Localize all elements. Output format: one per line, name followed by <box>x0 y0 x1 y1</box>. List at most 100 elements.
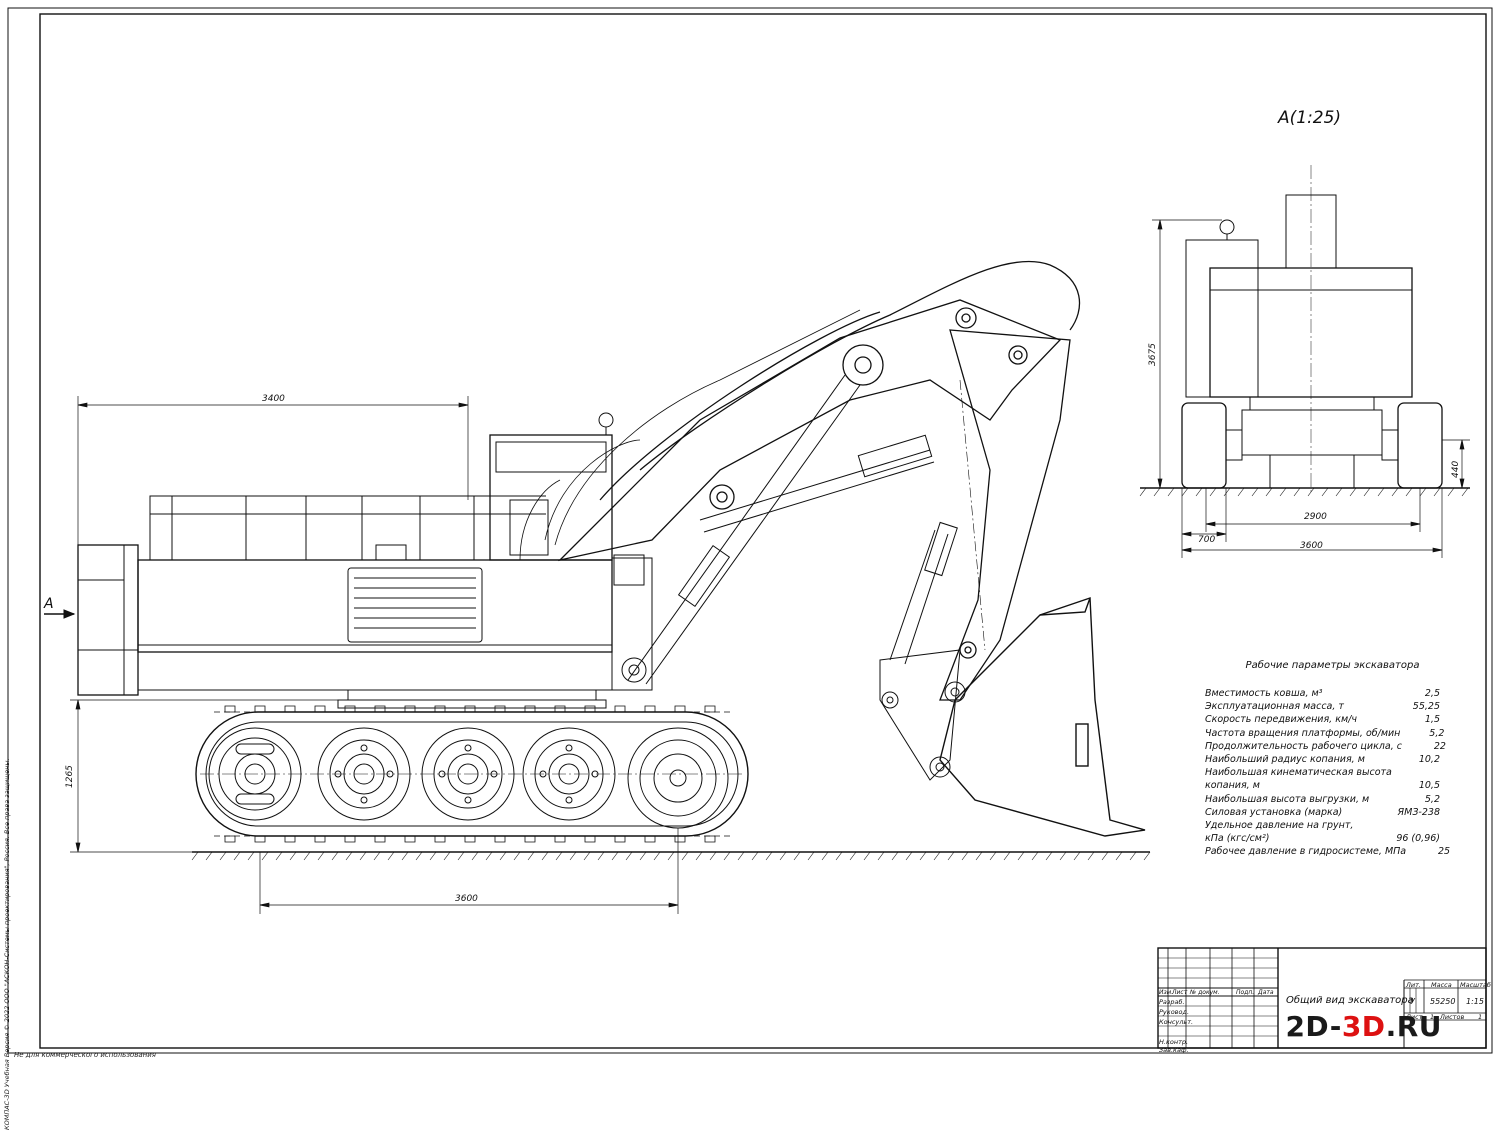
parameter-row: Эксплуатационная масса, т 55,25 <box>1205 700 1440 713</box>
boom-cylinder <box>621 374 861 685</box>
boom <box>557 260 1081 562</box>
parameter-label: Вместимость ковша, м³ <box>1205 688 1323 699</box>
parameter-row: Скорость передвижения, км/ч 1,5 <box>1205 713 1440 726</box>
lit-value: У <box>1410 997 1416 1006</box>
parameter-value: 22 <box>1433 740 1446 752</box>
parameter-value: ЯМЗ-238 <box>1397 806 1440 818</box>
track-frame-top <box>337 699 607 709</box>
parameter-row: Наибольший радиус копания, м 10,2 <box>1205 753 1440 766</box>
section-arrow-label: А <box>43 596 54 612</box>
parameter-label: Продолжительность рабочего цикла, с <box>1205 740 1402 752</box>
outer-border <box>7 7 1493 1054</box>
parameter-label: Эксплуатационная масса, т <box>1205 701 1344 713</box>
dim-1265 <box>70 699 348 853</box>
dim-text-3600-right: 3600 <box>1300 541 1323 551</box>
parameter-label: Скорость передвижения, км/ч <box>1205 714 1357 726</box>
mass-value: 55250 <box>1430 997 1455 1006</box>
bucket-linkage <box>879 521 966 781</box>
hdr-sign: Подп. <box>1236 989 1254 996</box>
parameters-table: Рабочие параметры экскаватора Вместимост… <box>1205 660 1450 859</box>
parameter-label: Частота вращения платформы, об/мин <box>1205 727 1401 739</box>
non-commercial-note: Не для коммерческого использования <box>14 1051 156 1059</box>
dim-text-3675: 3675 <box>1148 343 1158 366</box>
parameter-value: 10,5 <box>1418 780 1440 792</box>
bucket <box>939 597 1146 837</box>
parameter-row: копания, м 10,5 <box>1205 779 1440 792</box>
parameter-label: копания, м <box>1205 780 1260 792</box>
inner-frame <box>39 13 1487 1049</box>
sheets-value: 1 <box>1478 1013 1482 1021</box>
parameter-label: Силовая установка (марка) <box>1205 806 1343 818</box>
section-arrow <box>44 609 76 619</box>
watermark-left: 2D- <box>1285 1010 1342 1043</box>
parameter-label: Наибольший радиус копания, м <box>1205 754 1365 766</box>
parameter-row: кПа (кгс/см²) 96 (0,96) <box>1205 832 1440 845</box>
parameter-value <box>1396 819 1440 832</box>
sign-row-3: Консульт. <box>1159 1018 1193 1026</box>
drawing-name: Общий вид экскаватора <box>1286 994 1414 1006</box>
upper-structure <box>137 412 653 691</box>
parameter-row: Частота вращения платформы, об/мин 5,2 <box>1205 727 1444 740</box>
parameter-row: Продолжительность рабочего цикла, с 22 <box>1205 740 1446 753</box>
parameters-title: Рабочие параметры экскаватора <box>1245 660 1420 671</box>
license-note: КОМПАС-3D Учебная Версия © 2022 ООО "АСК… <box>3 758 11 1130</box>
parameter-value: 5,2 <box>1429 727 1445 739</box>
hdr-izm: Изм. <box>1159 989 1173 996</box>
watermark-mid: 3D <box>1341 1010 1386 1043</box>
dim-text-3400: 3400 <box>262 394 285 404</box>
parameter-row: Рабочее давление в гидросистеме, МПа 25 <box>1205 845 1450 858</box>
hdr-doc: № докум. <box>1189 989 1220 996</box>
sign-row-1: Разраб. <box>1159 998 1185 1006</box>
parameter-row: Силовая установка (марка) ЯМЗ-238 <box>1205 806 1440 819</box>
parameter-label: Наибольшая кинематическая высота <box>1205 767 1392 779</box>
sheet-value: 1 <box>1430 1013 1434 1021</box>
ground-hatch <box>191 851 1151 861</box>
watermark-logo: 2D-3D.RU <box>1285 1010 1442 1043</box>
parameter-label: Рабочее давление в гидросистеме, МПа <box>1205 846 1407 858</box>
parameter-value: 5,2 <box>1424 793 1440 805</box>
crawler-track <box>195 705 749 843</box>
drawing-sheet: А(1:25) А 3400 1265 3600 3675 440 2900 7… <box>3 7 1493 1130</box>
view-label: А(1:25) <box>1277 108 1341 128</box>
sign-row-2: Руковод. <box>1159 1008 1189 1016</box>
col-mass: Масса <box>1431 981 1452 989</box>
sign-row-6: Зав.каф. <box>1159 1046 1189 1054</box>
sheet-label: Лист <box>1405 1013 1423 1021</box>
stick <box>939 329 1071 701</box>
col-lit: Лит. <box>1405 981 1421 989</box>
parameter-value: 25 <box>1438 846 1451 858</box>
arm-cylinder <box>699 434 935 533</box>
parameter-value: 10,2 <box>1418 754 1440 766</box>
dim-text-700: 700 <box>1198 535 1215 545</box>
parameter-value: 2,5 <box>1424 688 1440 699</box>
dim-text-1265: 1265 <box>65 765 75 788</box>
parameter-row: Наибольшая кинематическая высота <box>1205 766 1440 779</box>
front-view <box>1139 165 1470 497</box>
counterweight <box>77 544 139 696</box>
turntable <box>347 689 597 701</box>
dim-3400 <box>77 396 469 545</box>
sheets-label: Листов <box>1439 1013 1464 1021</box>
dim-3600-bottom <box>259 828 679 914</box>
parameter-label: кПа (кгс/см²) <box>1205 833 1270 845</box>
parameter-label: Удельное давление на грунт, <box>1205 820 1354 832</box>
drive-sprocket <box>627 727 729 829</box>
sign-row-5: Н.контр. <box>1159 1038 1188 1046</box>
parameter-value: 96 (0,96) <box>1396 833 1440 845</box>
parameter-row: Вместимость ковша, м³ 2,5 <box>1205 687 1440 700</box>
hdr-date: Дата <box>1257 989 1274 996</box>
title-block <box>1157 947 1487 1049</box>
scale-value: 1:15 <box>1466 997 1484 1006</box>
front-view-dims <box>1152 219 1470 558</box>
hdr-list: Лист <box>1171 989 1188 996</box>
parameter-value <box>1396 766 1440 779</box>
dim-text-440: 440 <box>1451 461 1461 478</box>
dim-text-3600-bottom: 3600 <box>455 894 478 904</box>
col-scale: Масштаб <box>1460 981 1491 989</box>
drawing-canvas: А(1:25) А 3400 1265 3600 3675 440 2900 7… <box>7 7 1493 1054</box>
parameter-value: 55,25 <box>1412 701 1440 713</box>
watermark-right: .RU <box>1385 1010 1442 1043</box>
dim-text-2900: 2900 <box>1304 512 1327 522</box>
parameter-value: 1,5 <box>1424 714 1440 726</box>
